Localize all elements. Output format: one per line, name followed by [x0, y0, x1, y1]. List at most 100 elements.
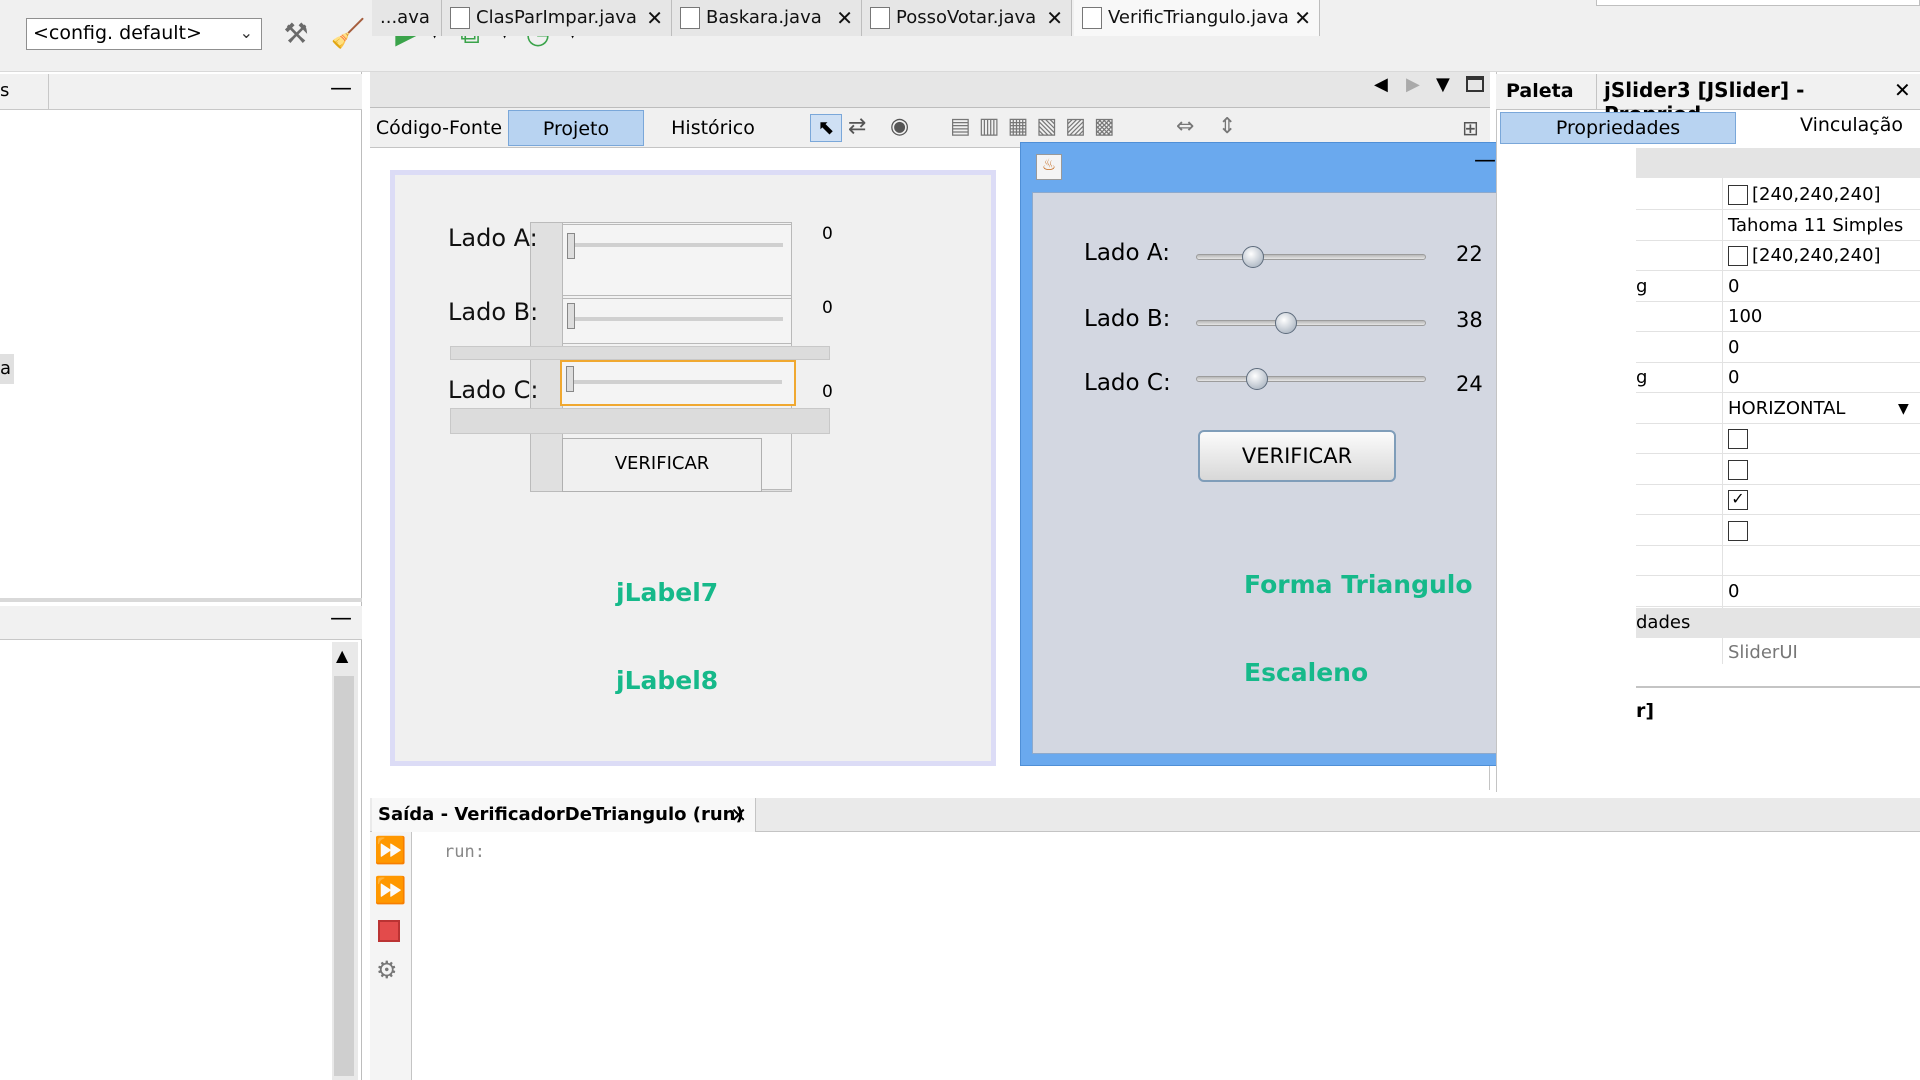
property-row[interactable]: [240,240,240]: [1636, 241, 1920, 271]
designer-value-c[interactable]: 0: [822, 382, 833, 402]
tab-binding[interactable]: Vinculação: [1800, 114, 1904, 136]
slider-thumb[interactable]: [567, 303, 575, 329]
slider-lado-a[interactable]: [1196, 246, 1426, 270]
designer-label-b[interactable]: Lado B:: [448, 298, 539, 326]
tab-list-icon[interactable]: ▼: [1436, 74, 1450, 95]
tab-clasparimpar[interactable]: ClasParImpar.java✕: [442, 0, 672, 36]
checkbox[interactable]: [1728, 429, 1748, 449]
designer-jlabel8[interactable]: jLabel8: [616, 666, 719, 695]
property-value-cell[interactable]: [1728, 546, 1918, 576]
property-value-cell[interactable]: ✓: [1728, 485, 1918, 515]
property-value-cell[interactable]: [240,240,240]: [1728, 241, 1918, 271]
slider-lado-b[interactable]: [1196, 312, 1426, 336]
designer-slider-b[interactable]: [562, 298, 792, 344]
tab-design[interactable]: Projeto: [508, 110, 644, 146]
rerun-icon[interactable]: ⏩: [374, 836, 407, 866]
property-value-cell[interactable]: HORIZONTAL▼: [1728, 394, 1918, 424]
splitter[interactable]: [1636, 686, 1920, 688]
property-row[interactable]: [1636, 516, 1920, 546]
close-icon[interactable]: ✕: [730, 803, 747, 827]
designer-verify-button[interactable]: VERIFICAR: [562, 438, 762, 492]
scrollbar[interactable]: ▲: [332, 642, 358, 1080]
property-value-cell[interactable]: 0: [1728, 577, 1918, 607]
property-row[interactable]: [1636, 424, 1920, 454]
connection-mode-icon[interactable]: ⇄: [848, 114, 867, 139]
property-row[interactable]: HORIZONTAL▼: [1636, 394, 1920, 424]
property-value-cell[interactable]: [1728, 516, 1918, 546]
preview-icon[interactable]: ◉: [890, 114, 910, 139]
minimize-icon[interactable]: —: [1474, 148, 1496, 173]
property-row[interactable]: 100: [1636, 302, 1920, 332]
resize-vertical-icon[interactable]: ⇕: [1218, 114, 1237, 139]
color-swatch[interactable]: [1728, 185, 1748, 205]
checkbox[interactable]: [1728, 520, 1748, 541]
designer-label-c[interactable]: Lado C:: [448, 376, 539, 404]
designer-slider-c-selected[interactable]: [560, 360, 796, 406]
checkbox[interactable]: [1728, 459, 1748, 480]
scroll-up-icon[interactable]: ▲: [336, 646, 349, 665]
clean-build-icon[interactable]: 🧹: [330, 17, 366, 50]
close-icon[interactable]: ✕: [1046, 6, 1063, 30]
scroll-tabs-left-icon[interactable]: ◀: [1374, 74, 1388, 95]
scroll-tabs-right-icon[interactable]: ▶: [1406, 74, 1420, 95]
close-icon[interactable]: ✕: [836, 6, 853, 30]
property-row[interactable]: [240,240,240]: [1636, 180, 1920, 210]
tab-palette[interactable]: Paleta: [1506, 80, 1574, 102]
tab-possovotar[interactable]: PossoVotar.java✕: [862, 0, 1072, 36]
designer-value-b[interactable]: 0: [822, 298, 833, 318]
tab-ava[interactable]: ...ava: [372, 0, 442, 36]
property-value-cell[interactable]: [1728, 424, 1918, 454]
output-tab[interactable]: Saída - VerificadorDeTriangulo (run) ✕: [372, 798, 756, 832]
tab-properties[interactable]: Propriedades: [1500, 112, 1736, 144]
designer-label-a[interactable]: Lado A:: [448, 224, 538, 252]
minimize-icon[interactable]: —: [330, 606, 352, 631]
slider-lado-c[interactable]: [1196, 368, 1426, 392]
minimize-icon[interactable]: —: [330, 76, 352, 101]
property-row[interactable]: ✓: [1636, 485, 1920, 515]
slider-thumb[interactable]: [1241, 246, 1264, 268]
chevron-down-icon[interactable]: ▼: [1898, 400, 1909, 417]
slider-thumb[interactable]: [1275, 312, 1298, 334]
property-row[interactable]: [1636, 546, 1920, 576]
maximize-icon[interactable]: [1466, 76, 1484, 92]
property-row[interactable]: Tahoma 11 Simples: [1636, 211, 1920, 241]
align-icons[interactable]: ▤▥▦▧▨▩: [950, 114, 1123, 139]
designer-slider-a[interactable]: [562, 224, 792, 296]
search-field[interactable]: [1596, 0, 1920, 6]
tree-item-selected[interactable]: a: [0, 354, 14, 384]
tab-baskara[interactable]: Baskara.java✕: [672, 0, 862, 36]
expand-icon[interactable]: ⊞: [1462, 116, 1479, 140]
tab-verifictriangulo[interactable]: VerificTriangulo.java✕: [1074, 0, 1320, 36]
designer-value-a[interactable]: 0: [822, 224, 833, 244]
color-swatch[interactable]: [1728, 246, 1748, 266]
property-value-cell[interactable]: 0: [1728, 333, 1918, 363]
close-icon[interactable]: ✕: [1894, 78, 1911, 102]
tab-history[interactable]: Histórico: [671, 117, 755, 139]
property-value-cell[interactable]: 0: [1728, 272, 1918, 302]
property-value-cell[interactable]: [1728, 455, 1918, 485]
settings-icon[interactable]: ⚙: [376, 956, 398, 984]
property-value-cell[interactable]: Tahoma 11 Simples: [1728, 211, 1918, 241]
checkbox[interactable]: ✓: [1728, 490, 1748, 510]
stop-icon[interactable]: [378, 920, 400, 942]
slider-thumb[interactable]: [566, 366, 574, 392]
property-row[interactable]: [1636, 455, 1920, 485]
property-row[interactable]: 0: [1636, 577, 1920, 607]
designer-jlabel7[interactable]: jLabel7: [616, 578, 719, 607]
selection-mode-icon[interactable]: ⬉: [810, 114, 842, 142]
close-icon[interactable]: ✕: [1294, 6, 1311, 30]
verify-button[interactable]: VERIFICAR: [1198, 430, 1396, 482]
panel-splitter[interactable]: [0, 598, 362, 602]
slider-thumb[interactable]: [567, 233, 575, 259]
config-select[interactable]: <config. default> ⌄: [26, 18, 262, 50]
ui-property-value[interactable]: SliderUI: [1728, 642, 1798, 663]
close-icon[interactable]: ✕: [646, 6, 663, 30]
property-value-cell[interactable]: 100: [1728, 302, 1918, 332]
rerun-with-args-icon[interactable]: ⏩: [374, 876, 407, 906]
resize-horizontal-icon[interactable]: ⇔: [1176, 114, 1195, 139]
slider-thumb[interactable]: [1245, 368, 1268, 390]
property-value-cell[interactable]: [240,240,240]: [1728, 180, 1918, 210]
property-row[interactable]: 0: [1636, 333, 1920, 363]
